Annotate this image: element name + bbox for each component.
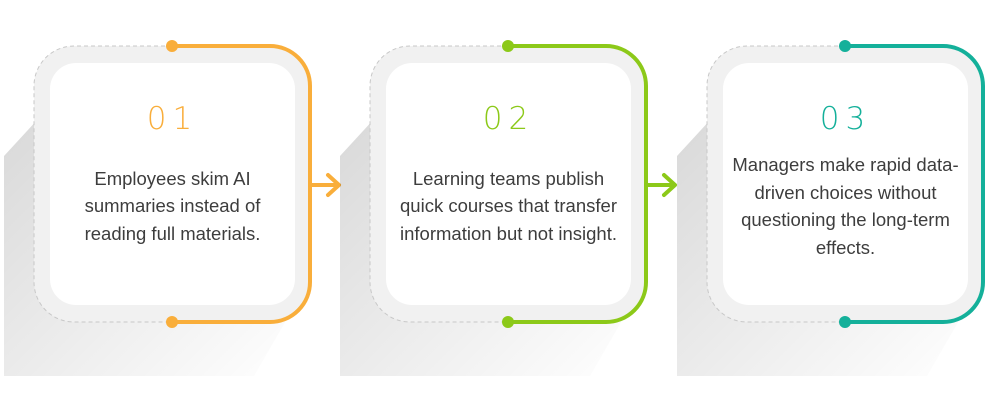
top-dot — [502, 40, 514, 52]
step-card: 01 Employees skim AI summaries instead o… — [50, 63, 295, 305]
dashed-outline — [706, 45, 845, 323]
top-dot — [839, 40, 851, 52]
bottom-dot — [166, 316, 178, 328]
step-panel-2: 02 Learning teams publish quick courses … — [340, 40, 690, 376]
top-dot — [166, 40, 178, 52]
step-text: Employees skim AI summaries instead of r… — [84, 167, 261, 244]
step-panel-1: 01 Employees skim AI summaries instead o… — [4, 40, 354, 376]
step-number: 01 — [146, 101, 199, 137]
step-text: Learning teams publish quick courses tha… — [400, 167, 617, 244]
step-number: 02 — [482, 101, 535, 137]
bottom-dot — [839, 316, 851, 328]
arrow-right-icon — [644, 173, 677, 197]
step-panel-3: 03 Managers make rapid data-driven choic… — [677, 40, 1000, 376]
dashed-outline — [369, 45, 508, 323]
step-card: 03 Managers make rapid data-driven choic… — [723, 63, 968, 305]
dashed-outline — [33, 45, 172, 323]
bottom-dot — [502, 316, 514, 328]
arrow-right-icon — [308, 173, 341, 197]
step-number: 03 — [819, 101, 872, 137]
step-card: 02 Learning teams publish quick courses … — [386, 63, 631, 305]
accent-outline — [845, 44, 985, 324]
step-text: Managers make rapid data-driven choices … — [732, 154, 959, 258]
